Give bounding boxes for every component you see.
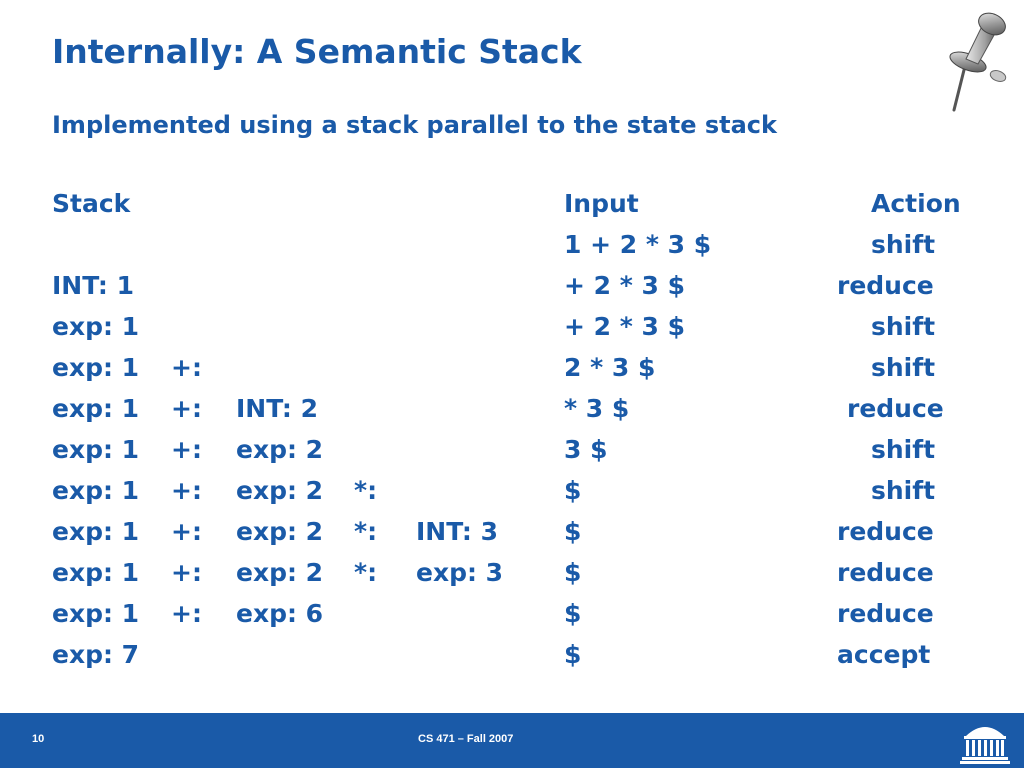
- stack-cell: *:: [354, 558, 378, 587]
- action-cell: shift: [871, 312, 936, 341]
- header-stack: Stack: [52, 189, 131, 218]
- action-cell: reduce: [837, 599, 934, 628]
- table-row: exp: 1 +: exp: 2 *: exp: 3 $ reduce: [0, 558, 1024, 599]
- stack-cell: +:: [171, 517, 202, 546]
- stack-cell: exp: 2: [236, 558, 324, 587]
- stack-cell: exp: 1: [52, 435, 140, 464]
- footer-bar: 10 CS 471 – Fall 2007: [0, 713, 1024, 768]
- stack-cell: +:: [171, 558, 202, 587]
- page-number: 10: [32, 733, 45, 745]
- table-row: exp: 7 $ accept: [0, 640, 1024, 681]
- input-cell: 1 + 2 * 3 $: [564, 230, 712, 259]
- stack-cell: exp: 1: [52, 353, 140, 382]
- table-row: exp: 1 + 2 * 3 $ shift: [0, 312, 1024, 353]
- stack-cell: exp: 1: [52, 599, 140, 628]
- input-cell: $: [564, 599, 582, 628]
- table-row: exp: 1 +: 2 * 3 $ shift: [0, 353, 1024, 394]
- stack-cell: INT: 1: [52, 271, 135, 300]
- slide-title: Internally: A Semantic Stack: [52, 32, 582, 71]
- stack-cell: +:: [171, 435, 202, 464]
- action-cell: reduce: [837, 558, 934, 587]
- stack-cell: exp: 2: [236, 435, 324, 464]
- stack-cell: exp: 7: [52, 640, 140, 669]
- action-cell: reduce: [837, 271, 934, 300]
- input-cell: $: [564, 558, 582, 587]
- stack-cell: +:: [171, 353, 202, 382]
- table-row: exp: 1 +: INT: 2 * 3 $ reduce: [0, 394, 1024, 435]
- input-cell: + 2 * 3 $: [564, 271, 686, 300]
- action-cell: shift: [871, 435, 936, 464]
- slide-subtitle: Implemented using a stack parallel to th…: [52, 111, 777, 139]
- input-cell: * 3 $: [564, 394, 630, 423]
- stack-cell: *:: [354, 517, 378, 546]
- action-cell: accept: [837, 640, 931, 669]
- stack-cell: *:: [354, 476, 378, 505]
- action-cell: shift: [871, 476, 936, 505]
- stack-cell: exp: 1: [52, 394, 140, 423]
- stack-cell: exp: 1: [52, 558, 140, 587]
- action-cell: reduce: [837, 517, 934, 546]
- action-cell: shift: [871, 230, 936, 259]
- rotunda-logo-icon: [960, 727, 1010, 764]
- stack-cell: exp: 1: [52, 312, 140, 341]
- header-action: Action: [871, 189, 961, 218]
- stack-cell: exp: 3: [416, 558, 504, 587]
- table-header-row: Stack Input Action: [0, 189, 1024, 230]
- stack-cell: +:: [171, 476, 202, 505]
- course-label: CS 471 – Fall 2007: [418, 733, 514, 745]
- input-cell: $: [564, 517, 582, 546]
- action-cell: shift: [871, 353, 936, 382]
- input-cell: 2 * 3 $: [564, 353, 656, 382]
- stack-cell: INT: 3: [416, 517, 499, 546]
- input-cell: + 2 * 3 $: [564, 312, 686, 341]
- stack-cell: exp: 2: [236, 517, 324, 546]
- stack-cell: +:: [171, 599, 202, 628]
- input-cell: $: [564, 640, 582, 669]
- input-cell: 3 $: [564, 435, 608, 464]
- stack-cell: exp: 1: [52, 517, 140, 546]
- stack-cell: +:: [171, 394, 202, 423]
- table-row: 1 + 2 * 3 $ shift: [0, 230, 1024, 271]
- header-input: Input: [564, 189, 639, 218]
- stack-cell: exp: 1: [52, 476, 140, 505]
- stack-cell: exp: 6: [236, 599, 324, 628]
- pushpin-icon: [949, 12, 1007, 112]
- table-row: exp: 1 +: exp: 2 *: $ shift: [0, 476, 1024, 517]
- stack-cell: exp: 2: [236, 476, 324, 505]
- table-row: exp: 1 +: exp: 6 $ reduce: [0, 599, 1024, 640]
- table-row: INT: 1 + 2 * 3 $ reduce: [0, 271, 1024, 312]
- input-cell: $: [564, 476, 582, 505]
- table-row: exp: 1 +: exp: 2 *: INT: 3 $ reduce: [0, 517, 1024, 558]
- action-cell: reduce: [847, 394, 944, 423]
- stack-cell: INT: 2: [236, 394, 319, 423]
- table-row: exp: 1 +: exp: 2 3 $ shift: [0, 435, 1024, 476]
